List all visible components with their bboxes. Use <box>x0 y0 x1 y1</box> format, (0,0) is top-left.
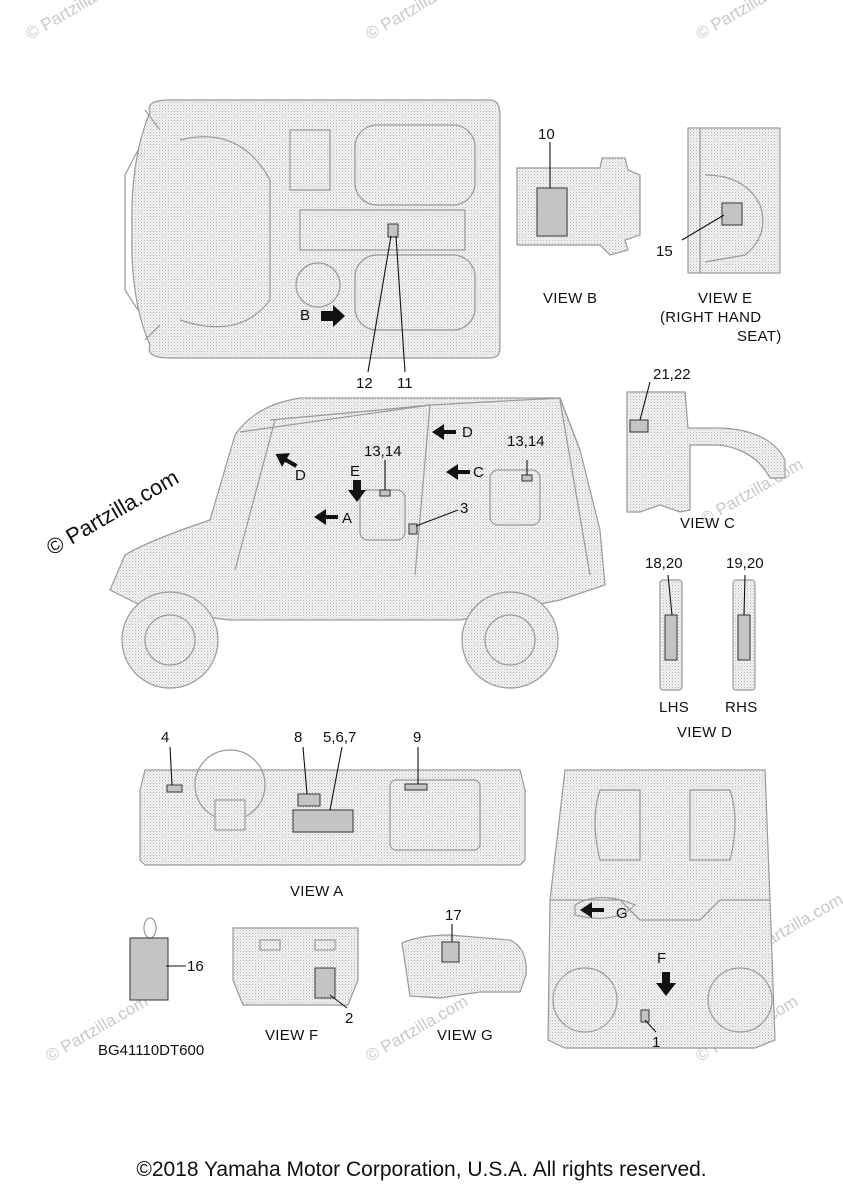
callout-8: 8 <box>294 729 302 746</box>
view-b: 10 VIEW B <box>516 126 641 307</box>
callout-2: 2 <box>345 1010 353 1027</box>
view-e-label-line3: SEAT) <box>737 328 782 345</box>
decal-4 <box>166 784 183 793</box>
view-arrow-label-a: A <box>342 510 352 527</box>
view-a: 4 8 5,6,7 9 VIEW A <box>139 729 526 900</box>
watermark-top-right: © Partzilla.com <box>693 0 802 43</box>
diagram-code: BG41110DT600 <box>98 1042 204 1059</box>
view-d: 18,20 LHS 19,20 RHS VIEW D <box>645 555 764 741</box>
callout-9: 9 <box>413 729 421 746</box>
view-arrow-label-d-windshield: D <box>295 467 306 484</box>
decal-16 <box>129 937 169 1001</box>
callout-13-14-front: 13,14 <box>364 443 402 460</box>
decal-11-12 <box>387 223 399 238</box>
copyright-notice: ©2018 Yamaha Motor Corporation, U.S.A. A… <box>136 1158 707 1181</box>
view-f: 2 VIEW F <box>232 927 359 1044</box>
top-view-vehicle: 12 11 B <box>124 99 501 392</box>
view-c-label: VIEW C <box>680 515 735 532</box>
decal-1 <box>640 1009 650 1023</box>
decal-19-20 <box>737 614 751 661</box>
view-b-arrow <box>321 305 345 327</box>
decal-3 <box>408 523 418 535</box>
callout-19-20: 19,20 <box>726 555 764 572</box>
view-d-arrow-roof <box>432 424 456 440</box>
view-a-label: VIEW A <box>290 883 343 900</box>
view-arrow-label-d-roof: D <box>462 424 473 441</box>
callout-5-6-7: 5,6,7 <box>323 729 356 746</box>
callout-15: 15 <box>656 243 673 260</box>
watermark-top-left: © Partzilla.com <box>23 0 132 43</box>
view-arrow-label-b: B <box>300 307 310 324</box>
callout-21-22: 21,22 <box>653 366 691 383</box>
decal-13-14-front <box>379 489 391 497</box>
decal-2 <box>314 967 336 999</box>
lhs-label: LHS <box>659 699 689 716</box>
decal-17 <box>441 941 460 963</box>
view-arrow-label-f: F <box>657 950 666 967</box>
view-arrow-label-c: C <box>473 464 484 481</box>
view-b-label: VIEW B <box>543 290 597 307</box>
decal-21-22 <box>629 419 649 433</box>
callout-18-20: 18,20 <box>645 555 683 572</box>
view-e: 15 VIEW E (RIGHT HAND SEAT) <box>656 127 782 345</box>
decal-13-14-rear <box>521 474 533 482</box>
view-c-arrow <box>446 464 470 480</box>
decal-8 <box>297 793 321 807</box>
decal-5-6-7 <box>292 809 354 833</box>
rear-view-vehicle: 1 G F <box>547 769 776 1051</box>
callout-4: 4 <box>161 729 169 746</box>
view-e-arrow <box>348 480 366 502</box>
callout-16: 16 <box>187 958 204 975</box>
view-g-arrow <box>580 902 604 918</box>
hang-tag: 16 <box>129 917 204 1001</box>
view-d-arrow-windshield <box>275 453 298 468</box>
callout-12: 12 <box>356 375 373 392</box>
callout-17: 17 <box>445 907 462 924</box>
view-f-label: VIEW F <box>265 1027 318 1044</box>
view-c: 21,22 VIEW C <box>626 366 786 532</box>
view-e-label-line2: (RIGHT HAND <box>660 309 761 326</box>
decal-9 <box>404 783 428 791</box>
callout-3: 3 <box>460 500 468 517</box>
side-view-vehicle: 13,14 13,14 3 D C D A E © Partzilla.com <box>42 397 606 689</box>
callout-13-14-rear: 13,14 <box>507 433 545 450</box>
watermark-top-center: © Partzilla.com <box>363 0 472 43</box>
view-a-arrow <box>314 509 338 525</box>
view-g: 17 VIEW G <box>401 907 527 1044</box>
view-f-arrow <box>656 972 676 996</box>
callout-11: 11 <box>397 375 413 392</box>
rhs-label: RHS <box>725 699 758 716</box>
callout-1: 1 <box>652 1034 660 1051</box>
view-arrow-label-g: G <box>616 905 628 922</box>
callout-10: 10 <box>538 126 555 143</box>
view-e-label: VIEW E <box>698 290 752 307</box>
decal-15 <box>721 202 743 226</box>
view-arrow-label-e: E <box>350 463 360 480</box>
decal-10 <box>536 187 568 237</box>
view-g-label: VIEW G <box>437 1027 493 1044</box>
view-d-label: VIEW D <box>677 724 732 741</box>
decal-18-20 <box>664 614 678 661</box>
